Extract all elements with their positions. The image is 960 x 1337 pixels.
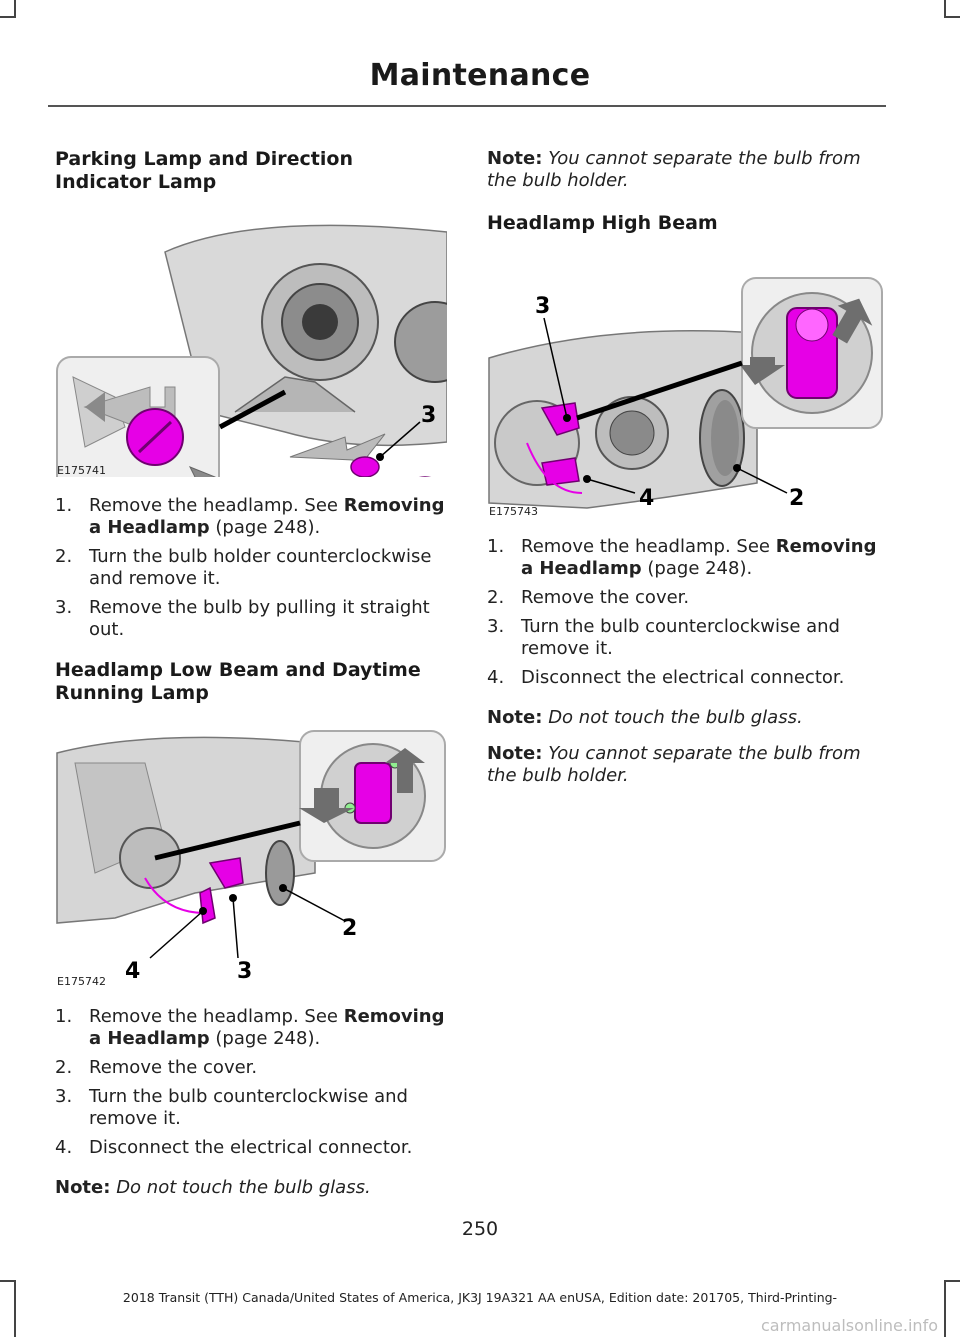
list-item: 3. Turn the bulb counterclockwise and re… <box>487 616 840 659</box>
watermark: carmanualsonline.info <box>760 1316 938 1335</box>
cross-reference-link[interactable]: Removing a Headlamp <box>89 495 445 538</box>
section-heading-parking-lamp: Parking Lamp and Direction Indicator Lam… <box>55 148 353 193</box>
section-heading-low-beam: Headlamp Low Beam and Daytime Running La… <box>55 659 421 704</box>
crop-mark <box>0 1280 16 1282</box>
list-item: 3. Turn the bulb counterclockwise and re… <box>55 1086 408 1129</box>
figure-id: E175743 <box>489 505 538 518</box>
crop-mark <box>944 1280 960 1282</box>
page-number: 250 <box>461 1218 499 1240</box>
crop-mark <box>944 16 960 18</box>
crop-mark <box>944 0 946 18</box>
footer-edition-info: 2018 Transit (TTH) Canada/United States … <box>122 1290 838 1305</box>
list-item: 4. Disconnect the electrical connector. <box>55 1137 413 1158</box>
callout-4: 4 <box>639 486 654 511</box>
list-item: 3. Remove the bulb by pulling it straigh… <box>55 597 430 640</box>
parking-lamp-illustration: 3 2 <box>55 212 447 477</box>
section-heading-high-beam: Headlamp High Beam <box>487 212 718 234</box>
figure-high-beam: 3 4 2 E175743 <box>487 253 887 518</box>
crop-mark <box>14 0 16 18</box>
crop-mark <box>0 16 16 18</box>
list-item: 2. Remove the cover. <box>487 587 690 608</box>
callout-2: 2 <box>789 486 804 511</box>
page-title: Maintenance <box>369 58 591 93</box>
steps-high-beam: 1. Remove the headlamp. See Removing a H… <box>487 536 887 689</box>
list-item: 1. Remove the headlamp. See Removing a H… <box>55 1006 445 1049</box>
list-item: 2. Turn the bulb holder counterclockwise… <box>55 546 432 589</box>
right-column: Note: You cannot separate the bulb from … <box>487 148 887 801</box>
crop-mark <box>944 1280 946 1337</box>
callout-3: 3 <box>421 403 436 428</box>
list-item: 1. Remove the headlamp. See Removing a H… <box>55 495 445 538</box>
figure-id: E175741 <box>57 464 106 477</box>
cross-reference-link[interactable]: Removing a Headlamp <box>521 536 877 579</box>
cross-reference-link[interactable]: Removing a Headlamp <box>89 1006 445 1049</box>
list-item: 2. Remove the cover. <box>55 1057 258 1078</box>
steps-low-beam: 1. Remove the headlamp. See Removing a H… <box>55 1006 447 1159</box>
callout-3: 3 <box>237 959 252 984</box>
note: Note: You cannot separate the bulb from … <box>487 148 861 191</box>
left-column: Parking Lamp and Direction Indicator Lam… <box>55 148 447 1213</box>
note: Note: You cannot separate the bulb from … <box>487 743 861 786</box>
list-item: 4. Disconnect the electrical connector. <box>487 667 845 688</box>
note: Note: Do not touch the bulb glass. <box>487 707 803 728</box>
figure-low-beam: 2 4 3 E175742 <box>55 723 447 988</box>
figure-parking-lamp: 3 2 E175741 <box>55 212 447 477</box>
list-item: 1. Remove the headlamp. See Removing a H… <box>487 536 877 579</box>
header-divider <box>48 105 886 107</box>
figure-id: E175742 <box>57 975 106 988</box>
callout-2: 2 <box>342 916 357 941</box>
callout-4: 4 <box>125 959 140 984</box>
callout-3: 3 <box>535 294 550 319</box>
low-beam-illustration: 2 4 3 <box>55 723 447 988</box>
note: Note: Do not touch the bulb glass. <box>55 1177 371 1198</box>
crop-mark <box>14 1280 16 1337</box>
high-beam-illustration: 3 4 2 <box>487 253 887 518</box>
steps-parking-lamp: 1. Remove the headlamp. See Removing a H… <box>55 495 447 641</box>
